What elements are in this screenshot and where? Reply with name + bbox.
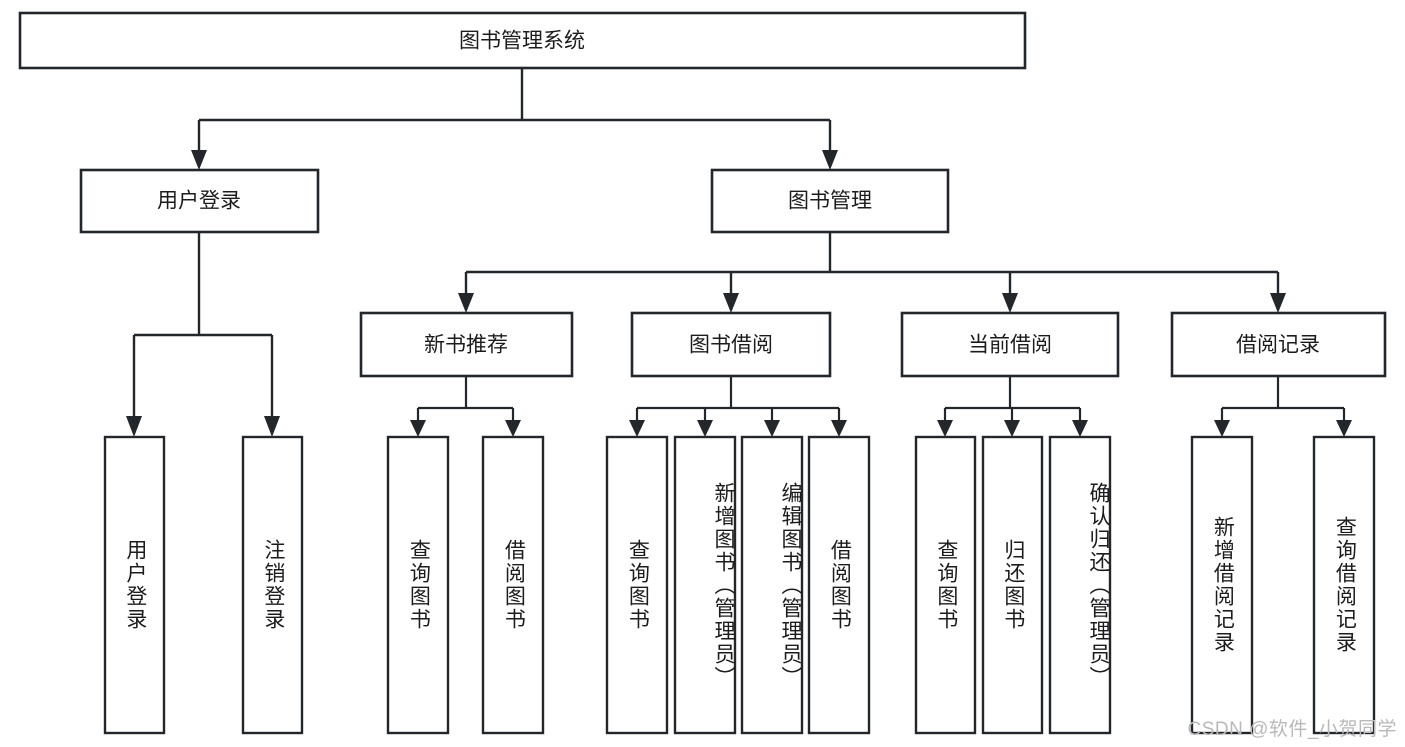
arrow-head-borrow-record [1270,293,1286,313]
arrow-head-bb-leaf-2 [697,420,713,437]
node-book-borrow-box[interactable] [630,311,832,378]
leaf-box-logout[interactable] [241,435,304,735]
leaf-box-query-book-cb[interactable] [914,435,977,735]
leaf-box-edit-book-admin[interactable] [740,435,804,735]
arrow-head-nb-leaf-2 [505,420,521,437]
leaf-box-return-book[interactable] [981,435,1044,735]
leaf-box-borrow-book-bb[interactable] [807,435,871,735]
leaf-box-layer [103,435,1376,735]
node-book-management[interactable]: 图书管理 [710,168,950,234]
arrow-head-book-borrow [723,293,739,313]
arrow-head-cb-leaf-3 [1072,420,1088,437]
node-user-login-box[interactable] [79,168,320,234]
node-borrow-record-label: 借阅记录 [1236,334,1320,357]
arrow-head-book-mgmt [822,150,838,170]
leaf-box-borrow-book-nb[interactable] [481,435,545,735]
leaf-box-query-book-bb[interactable] [605,435,669,735]
edge-layer [126,68,1352,437]
node-book-borrow-label: 图书借阅 [689,334,773,357]
node-root[interactable]: 图书管理系统 [18,11,1027,70]
leaf-box-add-borrow-record[interactable] [1190,435,1254,735]
arrow-head-bb-leaf-3 [764,420,780,437]
node-current-borrow[interactable]: 当前借阅 [900,311,1120,378]
arrow-head-bb-leaf-4 [831,420,847,437]
node-new-book-recommend-box[interactable] [359,311,574,378]
node-borrow-record-box[interactable] [1170,311,1387,378]
arrow-head-user-login [191,150,207,170]
arrow-head-cb-leaf-2 [1004,420,1020,437]
arrow-head-current-borrow [1002,293,1018,313]
node-current-borrow-label: 当前借阅 [968,334,1052,357]
node-book-management-box[interactable] [710,168,950,234]
arrow-head-br-leaf-2 [1336,420,1352,437]
leaf-box-add-book-admin[interactable] [673,435,737,735]
node-book-management-label: 图书管理 [788,190,872,213]
node-root-box[interactable] [18,11,1027,70]
node-user-login-label: 用户登录 [157,190,241,213]
node-new-book-recommend[interactable]: 新书推荐 [359,311,574,378]
node-current-borrow-box[interactable] [900,311,1120,378]
node-book-borrow[interactable]: 图书借阅 [630,311,832,378]
csdn-watermark: CSDN @软件_小贺同学 [1187,719,1397,740]
arrow-head-br-leaf-1 [1214,420,1230,437]
arrow-head-leaf-user-login [126,416,142,437]
arrow-head-cb-leaf-1 [937,420,953,437]
arrow-head-bb-leaf-1 [629,420,645,437]
leaf-box-user-login[interactable] [103,435,166,735]
arrow-head-leaf-logout [264,416,280,437]
arrow-head-new-book [458,293,474,313]
leaf-box-query-book-nb[interactable] [386,435,450,735]
node-new-book-recommend-label: 新书推荐 [424,334,508,357]
leaf-box-query-borrow-record[interactable] [1312,435,1376,735]
node-borrow-record[interactable]: 借阅记录 [1170,311,1387,378]
node-user-login[interactable]: 用户登录 [79,168,320,234]
node-root-label: 图书管理系统 [459,30,585,53]
leaf-box-confirm-return-admin[interactable] [1048,435,1112,735]
arrow-head-nb-leaf-1 [410,420,426,437]
